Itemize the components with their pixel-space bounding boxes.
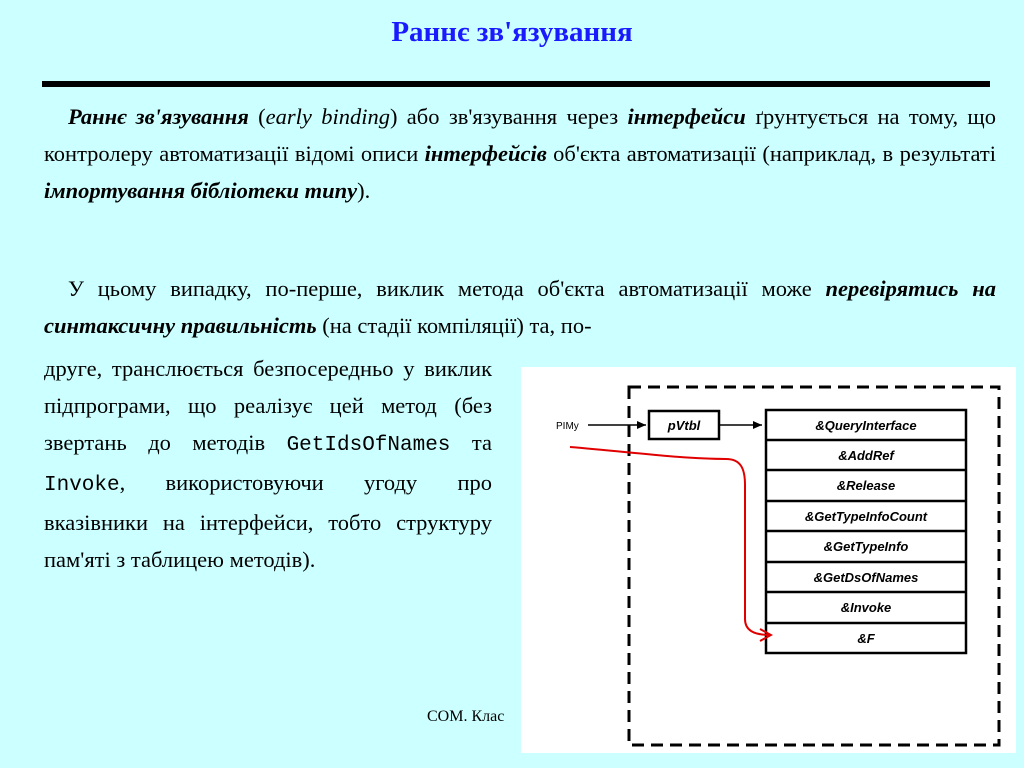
- vtable-diagram: PIMy pVtbl &QueryInterface &AddRef &Rele…: [521, 367, 1016, 753]
- method-entry: &Release: [837, 478, 896, 493]
- term-english: early binding: [265, 104, 390, 129]
- term-syntax-check: перевірятись на синтаксичну правильність: [44, 276, 996, 338]
- term-import-typelib: імпортування бібліотеки типу: [44, 178, 358, 203]
- method-entry: &GetTypeInfoCount: [805, 509, 928, 524]
- method-entry: &Invoke: [841, 600, 892, 615]
- paragraph3-text2: , використовуючи угоду про вказівники на…: [44, 470, 492, 572]
- method-table: &QueryInterface &AddRef &Release &GetTyp…: [764, 408, 968, 655]
- method-entry: &GetDsOfNames: [814, 570, 919, 585]
- paragraph-second-point: друге, транслюється безпосередньо у викл…: [44, 350, 492, 578]
- paragraph1-text1: ) або зв'язування через: [389, 104, 628, 129]
- vtbl-pointer-label: pVtbl: [667, 418, 701, 433]
- term-interfaces: інтерфейси: [627, 104, 746, 129]
- open-paren: (: [248, 104, 266, 129]
- method-getidsofnames: GetIdsOfNames: [286, 434, 451, 457]
- method-entry: &QueryInterface: [815, 418, 916, 433]
- paragraph-first-point: У цьому випадку, по-перше, виклик метода…: [44, 270, 996, 344]
- object-dashed-outline: [627, 385, 1001, 747]
- paragraph2-text2: (на стадії компіляції) та, по-: [316, 313, 592, 338]
- paragraph1-text3: об'єкта автоматизації (наприклад, в резу…: [546, 141, 996, 166]
- slide-title: Раннє зв'язування: [391, 16, 633, 48]
- paragraph1-text4: ).: [357, 178, 371, 203]
- early-binding-call-arrow: [569, 446, 771, 635]
- vtable-diagram-svg: PIMy pVtbl &QueryInterface &AddRef &Rele…: [556, 385, 1001, 747]
- slide-footer: COM. Клас: [427, 708, 505, 725]
- paragraph-early-binding: Раннє зв'язування (early binding) або зв…: [44, 98, 996, 209]
- paragraph2-text1: У цьому випадку, по-перше, виклик метода…: [68, 276, 826, 301]
- term-interfaces-gen: інтерфейсів: [424, 141, 547, 166]
- term-early-binding: Раннє зв'язування: [68, 104, 249, 129]
- method-entry: &GetTypeInfo: [824, 539, 909, 554]
- method-entry: &AddRef: [838, 448, 895, 463]
- title-divider: [42, 81, 990, 87]
- method-entry: &F: [857, 631, 875, 646]
- paragraph3-and: та: [450, 430, 492, 455]
- pointer-label: PIMy: [556, 421, 579, 432]
- method-invoke: Invoke: [44, 474, 120, 497]
- vtbl-pointer-box: [647, 409, 721, 441]
- paragraph3-text1: друге, транслюється безпосередньо у викл…: [44, 356, 492, 455]
- paragraph1-text2: ґрунтується на тому, що контролеру автом…: [44, 104, 996, 166]
